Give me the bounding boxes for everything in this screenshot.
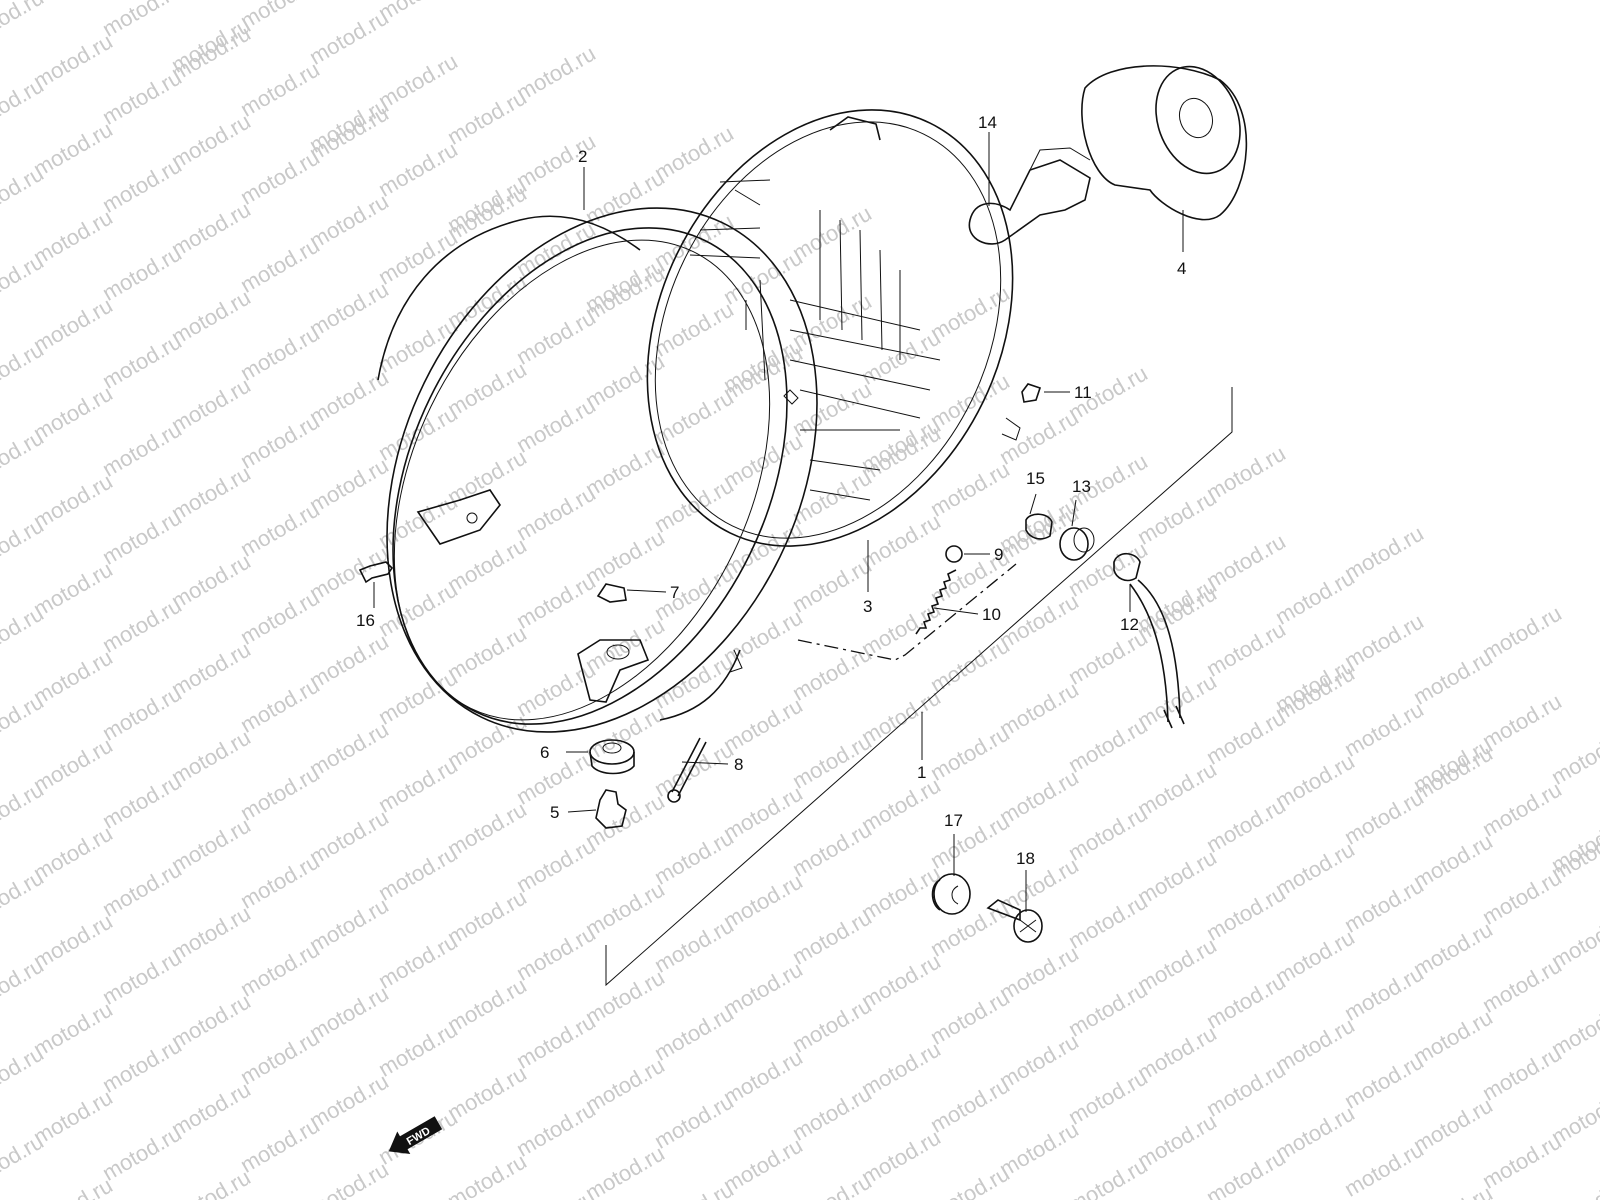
small-parts-drawing — [358, 383, 1185, 943]
part-label-15: 15 — [1026, 469, 1045, 488]
fwd-label: FWD — [405, 1125, 433, 1148]
part-label-1: 1 — [917, 763, 926, 782]
part-label-3: 3 — [863, 597, 872, 616]
leader-lines — [373, 132, 1184, 912]
part-label-9: 9 — [994, 545, 1003, 564]
part-label-7: 7 — [670, 583, 679, 602]
part-label-16: 16 — [356, 611, 375, 630]
part-label-4: 4 — [1177, 259, 1186, 278]
part-label-8: 8 — [734, 755, 743, 774]
part-label-13: 13 — [1072, 477, 1091, 496]
part-label-2: 2 — [578, 147, 587, 166]
headlight-rim-drawing — [377, 207, 818, 733]
part-label-5: 5 — [550, 803, 559, 822]
part-number-labels: 2 14 4 11 15 13 9 10 3 12 7 16 1 8 6 5 1… — [356, 113, 1186, 868]
part-label-18: 18 — [1016, 849, 1035, 868]
part-label-12: 12 — [1120, 615, 1139, 634]
part-label-11: 11 — [1074, 383, 1092, 402]
part-label-17: 17 — [944, 811, 963, 830]
lens-unit-drawing — [646, 109, 1021, 547]
assembly-bracket — [605, 387, 1233, 987]
part-label-6: 6 — [540, 743, 549, 762]
fwd-arrow-icon: FWD — [388, 1116, 443, 1155]
part-label-10: 10 — [982, 605, 1001, 624]
part-label-14: 14 — [978, 113, 997, 132]
bulb-and-socket-drawing — [968, 65, 1248, 245]
